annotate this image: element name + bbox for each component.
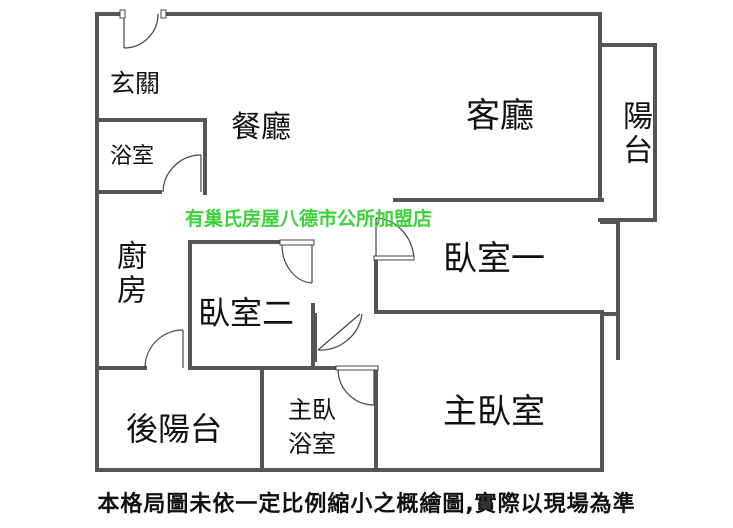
room-label-master-bedroom: 主臥室 [443, 392, 545, 432]
outer-wall-top [163, 12, 602, 202]
disclaimer-footnote: 本格局圖未依一定比例縮小之概繪圖,實際以現場為準 [97, 492, 636, 517]
room-label-rear-balcony: 後陽台 [126, 410, 223, 448]
entrance-door [119, 9, 167, 49]
bedroom-one-left-wall [374, 260, 604, 314]
room-label-bathroom: 浴室 [110, 144, 155, 169]
bedroom-one-door [373, 217, 415, 262]
room-label-entrance: 玄關 [110, 69, 161, 98]
balcony-lower-wall [600, 220, 620, 316]
bedroom-two-door [279, 239, 315, 284]
bathroom-wall [95, 118, 207, 195]
room-label-balcony: 陽台 [617, 100, 652, 168]
room-label-dining: 餐廳 [231, 110, 291, 145]
room-label-living: 客廳 [466, 96, 534, 136]
watermark: 有巢氏房屋八德市公所加盟店 [185, 208, 433, 230]
room-label-kitchen: 廚房 [111, 240, 146, 308]
master-bath-door [335, 365, 379, 406]
balcony-wall [598, 43, 657, 222]
room-label-master-bath: 主臥浴室 [288, 396, 336, 458]
master-bedroom-door [317, 313, 363, 351]
room-label-bedroom-one: 臥室一 [443, 239, 545, 279]
bathroom-door [162, 154, 202, 193]
room-label-bedroom-two: 臥室二 [198, 294, 295, 332]
kitchen-door [144, 329, 184, 369]
